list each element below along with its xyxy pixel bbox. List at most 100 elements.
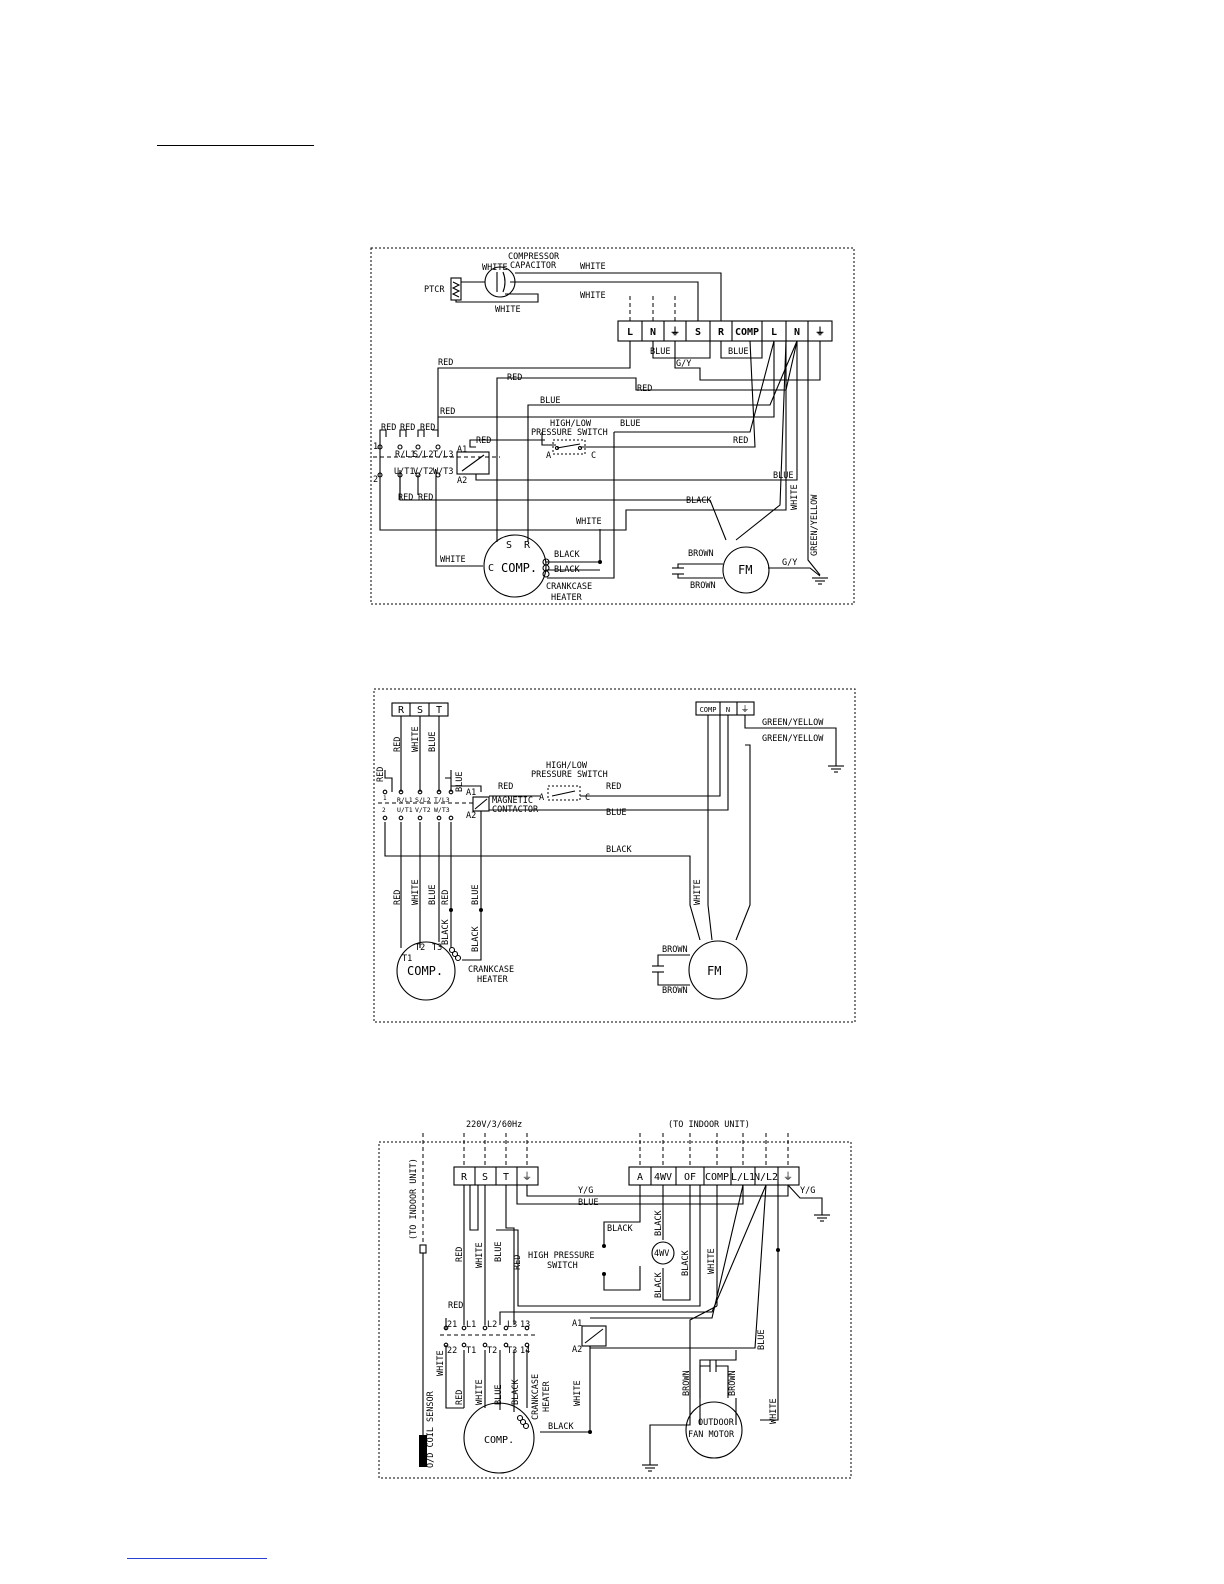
svg-text:W/T3: W/T3 [434, 806, 450, 814]
svg-text:T: T [503, 1172, 509, 1183]
svg-text:21: 21 [447, 1320, 457, 1330]
svg-text:GREEN/YELLOW: GREEN/YELLOW [762, 734, 824, 744]
svg-text:T3: T3 [432, 943, 442, 953]
d1-terminal-comp: COMP [735, 327, 759, 338]
d3-contactor: RED 21 22 L1 L2 L3 13 T1 T2 T3 14 A1 A2 [440, 1301, 607, 1356]
svg-text:22: 22 [447, 1346, 457, 1356]
svg-text:A1: A1 [572, 1319, 582, 1329]
svg-text:U/T1: U/T1 [397, 806, 413, 814]
svg-text:WHITE: WHITE [790, 484, 800, 510]
svg-text:BLACK: BLACK [654, 1210, 664, 1236]
svg-text:RED: RED [733, 436, 748, 446]
svg-text:⏚: ⏚ [522, 1171, 532, 1183]
d1-fan-motor: FM BROWN BROWN G/Y [672, 546, 797, 594]
d3-wires [445, 1184, 830, 1472]
svg-text:BLACK: BLACK [471, 926, 481, 952]
svg-text:PTCR: PTCR [424, 285, 445, 295]
svg-text:CAPACITOR: CAPACITOR [510, 261, 557, 271]
svg-text:BLACK: BLACK [554, 565, 580, 575]
svg-text:WHITE: WHITE [475, 1379, 485, 1405]
svg-text:RED: RED [393, 737, 403, 752]
svg-text:WHITE: WHITE [436, 1350, 446, 1376]
svg-text:BLUE: BLUE [578, 1198, 598, 1208]
svg-text:R/L1: R/L1 [397, 796, 413, 804]
diagram-3-frame [378, 1141, 852, 1479]
svg-text:WHITE: WHITE [573, 1380, 583, 1406]
svg-text:RED: RED [455, 1247, 465, 1262]
svg-text:N/L2: N/L2 [754, 1172, 778, 1183]
svg-text:WHITE: WHITE [475, 1242, 485, 1268]
svg-text:RED: RED [393, 890, 403, 905]
d1-magnetic-contactor: RED RED RED RED 1 2 R/L1 S/L2 T/L3 U/T1 … [373, 407, 500, 503]
svg-text:COMP: COMP [705, 1172, 729, 1183]
svg-text:WHITE: WHITE [580, 291, 606, 301]
svg-text:WHITE: WHITE [482, 263, 508, 273]
svg-text:S: S [417, 705, 423, 716]
svg-text:COMP: COMP [700, 706, 717, 714]
svg-text:4WV: 4WV [654, 1249, 669, 1259]
diagram-1-frame [370, 247, 855, 605]
svg-text:L3: L3 [507, 1320, 517, 1330]
svg-text:S/L2: S/L2 [415, 796, 431, 804]
d2-contactor: RED BLUE 1 2 R/L1 S/L2 T/L3 U/T1 V/T2 W/… [376, 767, 539, 821]
svg-text:R: R [398, 705, 405, 716]
svg-text:WHITE: WHITE [580, 262, 606, 272]
svg-text:RED: RED [418, 493, 433, 503]
svg-text:BLUE: BLUE [757, 1330, 767, 1350]
svg-text:WHITE: WHITE [769, 1398, 779, 1424]
svg-text:RED: RED [498, 782, 513, 792]
svg-text:WHITE: WHITE [576, 517, 602, 527]
svg-text:BLUE: BLUE [455, 772, 465, 792]
d2-wires [384, 715, 844, 961]
svg-text:⏚: ⏚ [783, 1171, 793, 1183]
svg-text:RED: RED [400, 423, 415, 433]
svg-text:HIGH/LOW: HIGH/LOW [550, 419, 592, 429]
svg-text:BLACK: BLACK [548, 1422, 574, 1432]
svg-text:BLUE: BLUE [494, 1242, 504, 1262]
svg-text:HIGH PRESSURE: HIGH PRESSURE [528, 1251, 595, 1261]
svg-text:GREEN/YELLOW: GREEN/YELLOW [810, 494, 820, 556]
svg-text:1: 1 [373, 442, 378, 452]
d1-terminal-n2: N [794, 327, 800, 338]
d3-4wv: 4WV [651, 1241, 675, 1265]
svg-text:RED: RED [398, 493, 413, 503]
svg-text:HEATER: HEATER [551, 593, 583, 603]
svg-text:⏚: ⏚ [741, 705, 750, 715]
svg-text:BLACK: BLACK [606, 845, 632, 855]
d3-terminal-right: A 4WV OF COMP L/L1 N/L2 ⏚ [628, 1166, 800, 1186]
svg-text:FM: FM [707, 964, 721, 978]
svg-text:RED: RED [476, 436, 491, 446]
svg-text:13: 13 [520, 1320, 530, 1330]
svg-text:HEATER: HEATER [477, 975, 509, 985]
svg-text:14: 14 [520, 1346, 530, 1356]
svg-text:MAGNETIC: MAGNETIC [492, 796, 533, 806]
svg-text:BLUE: BLUE [471, 885, 481, 905]
svg-text:C: C [585, 793, 590, 803]
svg-text:SWITCH: SWITCH [547, 1261, 578, 1271]
d3-compressor: COMP. [463, 1402, 535, 1474]
coil-sensor-icon [419, 1435, 427, 1467]
d1-terminal-s: S [695, 327, 701, 338]
d1-terminal-n: N [650, 327, 656, 338]
svg-text:T/L3: T/L3 [433, 450, 453, 460]
svg-text:CRANKCASE: CRANKCASE [468, 965, 514, 975]
svg-text:CONTACTOR: CONTACTOR [492, 805, 539, 815]
svg-text:BROWN: BROWN [662, 945, 688, 955]
svg-text:WHITE: WHITE [693, 879, 703, 905]
crankcase-heater-icon [448, 946, 462, 962]
svg-text:BLUE: BLUE [773, 471, 793, 481]
svg-text:220V/3/60Hz: 220V/3/60Hz [466, 1120, 522, 1130]
d3-coil-sensor: O/D COIL SENSOR [419, 1244, 436, 1468]
svg-text:R/L1: R/L1 [395, 450, 415, 460]
svg-text:1: 1 [383, 795, 387, 802]
svg-text:WHITE: WHITE [440, 555, 466, 565]
svg-text:T1: T1 [402, 954, 412, 964]
svg-text:A2: A2 [466, 811, 476, 821]
svg-text:BLACK: BLACK [511, 1379, 521, 1405]
svg-text:WHITE: WHITE [411, 726, 421, 752]
svg-text:HIGH/LOW: HIGH/LOW [546, 761, 588, 771]
svg-text:S/L2: S/L2 [413, 450, 433, 460]
svg-text:BROWN: BROWN [690, 581, 716, 591]
svg-text:BLUE: BLUE [540, 396, 560, 406]
svg-text:FM: FM [738, 563, 752, 577]
